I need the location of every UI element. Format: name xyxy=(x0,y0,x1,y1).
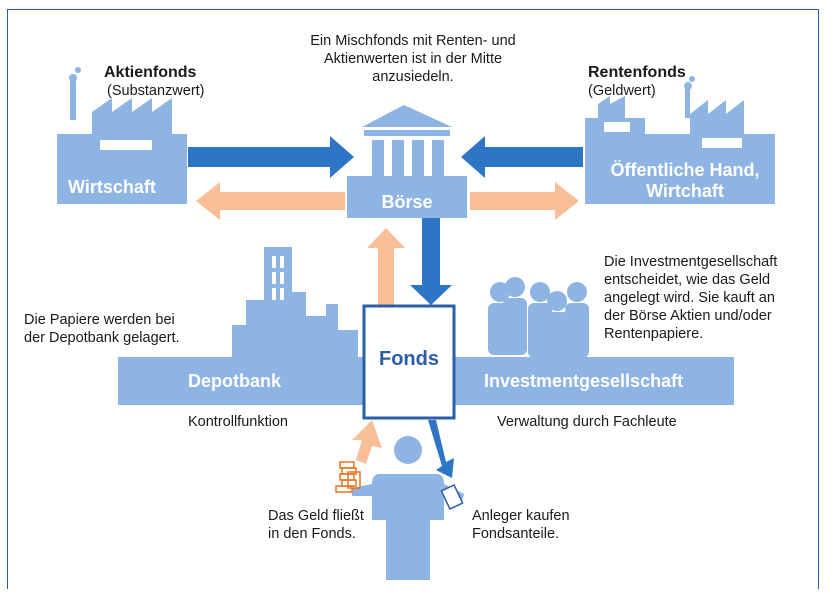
invest-note-line-4: der Börse Aktien und/oder xyxy=(604,308,772,324)
boerse-building-icon xyxy=(347,105,467,218)
boerse-label: Börse xyxy=(381,192,433,212)
invest-note-line-2: entscheidet, wie das Geld xyxy=(604,272,771,288)
invest-note-line-1: Die Investmentgesellschaft xyxy=(604,254,778,270)
fondsanteile-document-icon xyxy=(440,483,464,511)
arrow-geld-to-fonds xyxy=(352,420,382,464)
mischfonds-line-3: anzusiedeln. xyxy=(372,69,454,85)
investmentgesellschaft-label: Investmentgesellschaft xyxy=(484,371,684,391)
depot-note-line-2: der Depotbank gelagert. xyxy=(24,330,180,346)
arrow-boerse-to-wirtschaft xyxy=(196,182,345,220)
depotbank-label: Depotbank xyxy=(188,371,282,391)
rentenfonds-title: Rentenfonds xyxy=(588,64,686,81)
depotbank-city-icon xyxy=(232,247,358,357)
invest-note-line-3: angelegt wird. Sie kauft an xyxy=(604,290,775,306)
wirtschaft-factory-icon xyxy=(57,67,187,204)
depot-note: Die Papiere werden bei der Depotbank gel… xyxy=(24,311,180,347)
invest-note: Die Investmentgesellschaft entscheidet, … xyxy=(604,253,777,343)
arrow-fonds-to-anleger xyxy=(428,420,454,478)
geld-note-line-1: Das Geld fließt xyxy=(268,508,364,524)
diagram-frame xyxy=(7,9,819,589)
factory-window xyxy=(604,122,630,132)
fonds-box xyxy=(362,304,456,420)
arrow-boerse-to-oeffentliche xyxy=(470,182,579,220)
anleger-note: Anleger kaufen Fondsanteile. xyxy=(472,507,570,543)
invest-note-line-5: Rentenpapiere. xyxy=(604,326,704,342)
factory-window xyxy=(100,140,152,150)
money-coins-icon xyxy=(335,461,361,493)
verwaltung-label: Verwaltung durch Fachleute xyxy=(497,414,677,430)
mischfonds-line-1: Ein Mischfonds mit Renten- und xyxy=(310,33,516,49)
tower-windows xyxy=(272,256,284,300)
geld-note-line-2: in den Fonds. xyxy=(268,526,356,542)
arrow-oeffentliche-to-boerse xyxy=(461,136,583,178)
kontrollfunktion-label: Kontrollfunktion xyxy=(188,414,288,430)
anleger-note-line-1: Anleger kaufen xyxy=(472,508,570,524)
oeffentliche-line-1: Öffentliche Hand, xyxy=(610,160,760,180)
mischfonds-line-2: Aktienwerten ist in der Mitte xyxy=(323,51,503,67)
anleger-person-icon xyxy=(352,436,464,580)
oeffentliche-hand-factory-icon xyxy=(585,76,775,204)
factory-window xyxy=(702,138,742,148)
rentenfonds-subtitle: (Geldwert) xyxy=(588,83,656,99)
depot-note-line-1: Die Papiere werden bei xyxy=(24,312,175,328)
arrow-wirtschaft-to-boerse xyxy=(188,136,354,178)
aktienfonds-title: Aktienfonds xyxy=(104,64,197,81)
geld-note: Das Geld fließt in den Fonds. xyxy=(268,507,364,543)
mischfonds-note: Ein Mischfonds mit Renten- und Aktienwer… xyxy=(268,32,558,86)
oeffentliche-line-2: Wirtchaft xyxy=(646,181,724,201)
anleger-note-line-2: Fondsanteile. xyxy=(472,526,560,542)
people-group-icon xyxy=(488,277,589,362)
aktienfonds-subtitle: (Substanzwert) xyxy=(107,83,205,99)
arrow-boerse-to-fonds xyxy=(410,218,452,305)
oeffentliche-hand-label: Öffentliche Hand, Wirtchaft xyxy=(585,160,785,202)
arrow-fonds-to-boerse xyxy=(367,228,405,306)
fonds-label: Fonds xyxy=(379,348,439,370)
wirtschaft-label: Wirtschaft xyxy=(68,177,156,197)
